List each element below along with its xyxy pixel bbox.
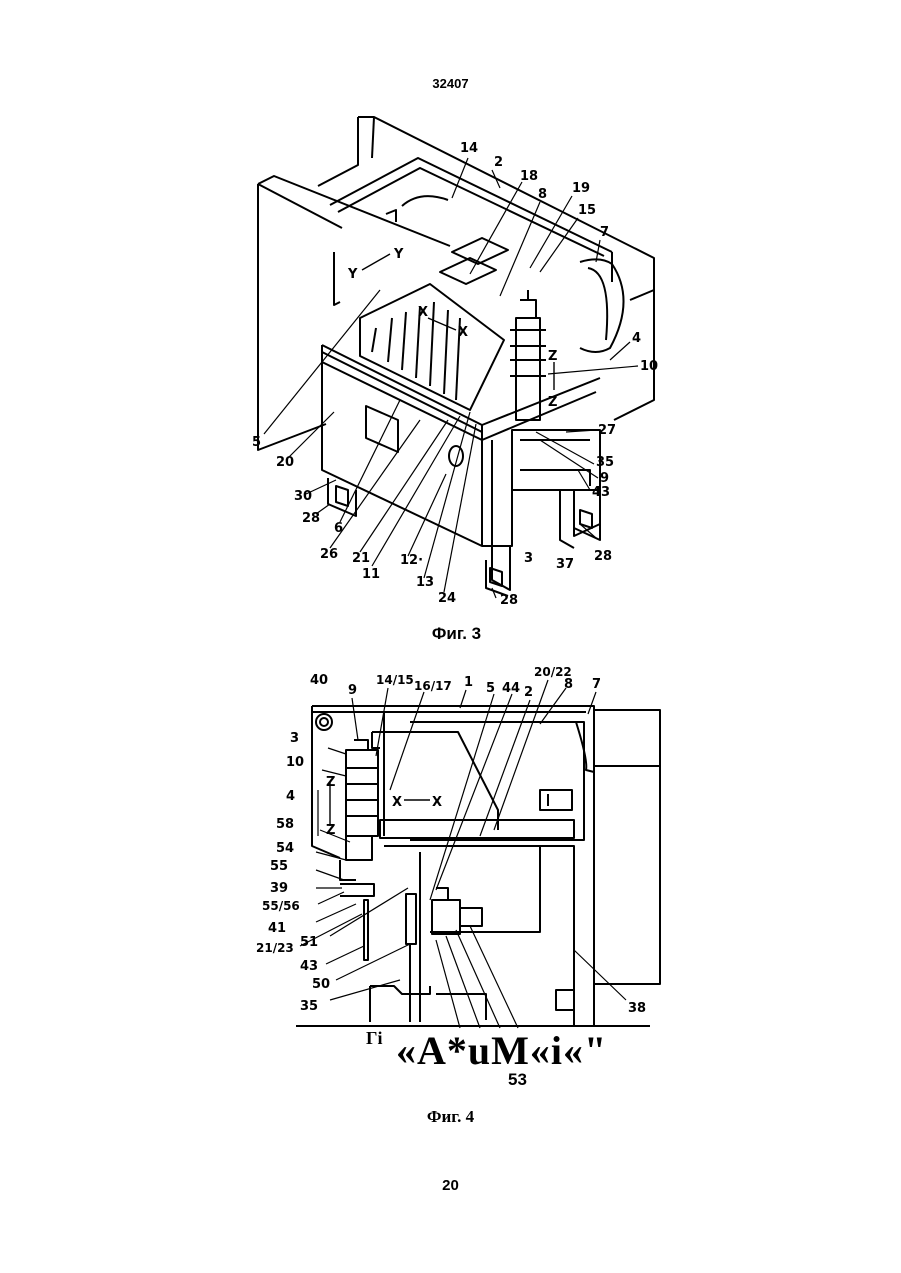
label-40: 40: [310, 673, 328, 688]
label-5: 5: [486, 681, 495, 696]
label-9: 9: [348, 683, 357, 698]
label-16-17: 16/17: [414, 679, 452, 693]
label-7: 7: [592, 677, 601, 692]
label-55-56: 55/56: [262, 899, 300, 913]
label-35: 35: [300, 999, 318, 1014]
label-58: 58: [276, 817, 294, 832]
figure-4-ocr-text: «A*uM«i«": [396, 1027, 607, 1074]
label-39: 39: [270, 881, 288, 896]
figure-4-drawing: 40 9 14/15 16/17 1 5 44 20/22 2 8 7 3 10…: [0, 0, 901, 1100]
label-8: 8: [564, 677, 573, 692]
label-z-top: Z: [326, 775, 335, 790]
label-44: 44: [502, 681, 520, 696]
label-38: 38: [628, 1001, 646, 1016]
label-53: 53: [508, 1070, 527, 1090]
page-number: 20: [0, 1177, 901, 1194]
label-z-bottom: Z: [326, 823, 335, 838]
label-41: 41: [268, 921, 286, 936]
label-x-right: X: [432, 795, 442, 810]
label-4: 4: [286, 789, 295, 804]
label-10: 10: [286, 755, 304, 770]
label-1: 1: [464, 675, 473, 690]
label-55: 55: [270, 859, 288, 874]
label-54: 54: [276, 841, 294, 856]
label-21-23: 21/23: [256, 941, 294, 955]
label-2: 2: [524, 685, 533, 700]
label-x-left: X: [392, 795, 402, 810]
label-50: 50: [312, 977, 330, 992]
figure-4-caption: Фиг. 4: [0, 1107, 901, 1127]
label-51: 51: [300, 935, 318, 950]
label-43: 43: [300, 959, 318, 974]
label-14-15: 14/15: [376, 673, 414, 687]
label-3: 3: [290, 731, 299, 746]
figure-4-ocr-prefix: Гі: [366, 1028, 382, 1049]
